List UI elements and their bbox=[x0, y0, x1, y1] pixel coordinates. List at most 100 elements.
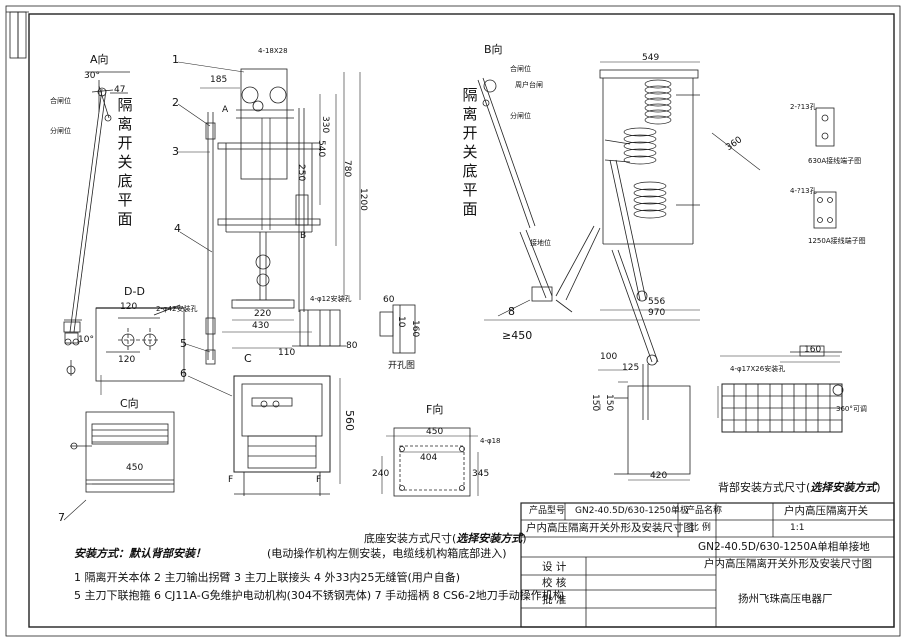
vertical-note-right: 隔 离 开 关 底 平 面 bbox=[462, 86, 478, 218]
dim-185: 185 bbox=[210, 75, 228, 85]
view-a-label: A向 bbox=[90, 53, 109, 66]
dim-330: 330 bbox=[320, 116, 330, 134]
terminal-630a bbox=[815, 107, 835, 147]
dim-345: 345 bbox=[472, 469, 490, 479]
front-view bbox=[205, 68, 346, 496]
part-num-2: 2 bbox=[172, 96, 179, 109]
tb-name-value: 户内高压隔离开关 bbox=[784, 505, 868, 517]
dim-60: 60 bbox=[383, 295, 395, 305]
dim-1200: 1200 bbox=[358, 188, 368, 211]
letter-c: C bbox=[244, 352, 252, 365]
fen-zha-wei-left: 分闸位 bbox=[50, 127, 71, 135]
dim-10deg: 10° bbox=[78, 335, 94, 345]
dim-47: 47 bbox=[114, 85, 126, 95]
section-dd bbox=[95, 304, 185, 382]
margin-tab bbox=[9, 11, 19, 59]
fen-zha-wei-right-a: 周户台闸 bbox=[515, 81, 543, 89]
terminal-630-label: 630A接线端子图 bbox=[808, 157, 862, 165]
jiedi-wei: 接地位 bbox=[530, 239, 551, 247]
dim-30deg: 30° bbox=[84, 71, 100, 81]
dim-4-13: 4-?13孔 bbox=[790, 187, 817, 195]
vertical-note-left: 隔 离 开 关 底 平 面 bbox=[117, 96, 133, 228]
he-zha-wei-right: 合闸位 bbox=[510, 65, 531, 73]
dim-4-18x28: 4-18X28 bbox=[258, 47, 288, 55]
tb-drawing-title: 户内高压隔离开关外形及安装尺寸图 bbox=[526, 522, 694, 534]
part-num-1: 1 bbox=[172, 53, 179, 66]
dim-430: 430 bbox=[252, 321, 270, 331]
tb-approve-label: 批 准 bbox=[542, 594, 567, 606]
view-f-label: F向 bbox=[426, 403, 444, 416]
letter-a: A bbox=[222, 105, 229, 115]
caption-base-mount: 底座安装方式尺寸(选择安装方式) bbox=[364, 532, 527, 545]
tb-desc-1: GN2-40.5D/630-1250A单相单接地 bbox=[698, 541, 870, 553]
margin-tab bbox=[17, 11, 27, 59]
part-num-8: 8 bbox=[508, 305, 515, 318]
dim-120-dd: 120 bbox=[120, 302, 138, 312]
fen-zha-wei-right: 分闸位 bbox=[510, 112, 531, 120]
letter-f-left: F bbox=[228, 475, 234, 485]
dim-4phi12: 4-φ12安装孔 bbox=[310, 295, 352, 303]
outer-border bbox=[5, 5, 901, 637]
title-block-lines bbox=[520, 502, 895, 628]
dim-100: 100 bbox=[600, 352, 618, 362]
dim-970: 970 bbox=[648, 308, 666, 318]
view-c-label: C向 bbox=[120, 397, 139, 410]
dim-2-13: 2-?13孔 bbox=[790, 103, 817, 111]
terminal-1250-label: 1250A接线端子图 bbox=[808, 237, 866, 245]
letter-b: B bbox=[300, 231, 307, 241]
right-unit bbox=[599, 69, 700, 420]
dim-549: 549 bbox=[642, 53, 660, 63]
dim-250: 250 bbox=[296, 164, 306, 182]
tb-scale-value: 1:1 bbox=[790, 523, 805, 533]
terminal-1250a bbox=[813, 191, 837, 229]
tb-company: 扬州飞珠高压电器厂 bbox=[738, 593, 833, 605]
dim-420: 420 bbox=[650, 471, 668, 481]
part-num-3: 3 bbox=[172, 145, 179, 158]
right-motor-box bbox=[614, 385, 691, 475]
dim-120-dd-b: 120 bbox=[118, 355, 136, 365]
legend-line-1: 1 隔离开关本体 2 主刀输出拐臂 3 主刀上联接头 4 外33内25无缝管(用… bbox=[74, 571, 461, 584]
open-hole-label: 开孔图 bbox=[388, 361, 416, 371]
letter-f-right: F bbox=[316, 475, 322, 485]
dim-404: 404 bbox=[420, 453, 438, 463]
leader-lines bbox=[63, 61, 531, 521]
legend-line-2: 5 主刀下联抱箍 6 CJ11A-G免维护电动机构(304不锈钢壳体) 7 手动… bbox=[74, 589, 564, 602]
dim-360deg: 360°可调 bbox=[836, 405, 867, 413]
tb-scale-label: 比 例 bbox=[690, 523, 711, 533]
opening-drawing bbox=[379, 304, 416, 354]
tb-design-label: 设 计 bbox=[542, 561, 567, 573]
dim-2phi42: 2-φ42安装孔 bbox=[156, 305, 198, 313]
dim-4phi17: 4-φ17X26安装孔 bbox=[730, 365, 786, 373]
dim-125: 125 bbox=[622, 363, 640, 373]
caption-back-mount: 背部安装方式尺寸(选择安装方式) bbox=[718, 481, 881, 494]
dim-80: 80 bbox=[346, 341, 358, 351]
dim-540: 540 bbox=[316, 140, 326, 158]
tb-model-label: 产品型号 bbox=[529, 506, 566, 516]
dim-780: 780 bbox=[342, 160, 352, 178]
he-zha-wei-left: 合闸位 bbox=[50, 97, 71, 105]
dim-160-open: 160 bbox=[410, 320, 420, 338]
dim-150-b: 150 bbox=[604, 394, 614, 412]
tb-model-value: GN2-40.5D/630-1250单极 bbox=[575, 506, 690, 516]
a-view-mechanism bbox=[63, 71, 130, 376]
dim-560: 560 bbox=[343, 410, 356, 431]
install-heading: 安装方式：默认背部安装！ bbox=[74, 547, 206, 560]
tb-desc-2: 户内高压隔离开关外形及安装尺寸图 bbox=[704, 558, 872, 570]
part-num-5: 5 bbox=[180, 337, 187, 350]
caption-base-sub: (电动操作机构左侧安装，电缆线机构箱底部进入) bbox=[267, 547, 507, 560]
dim-240: 240 bbox=[372, 469, 390, 479]
dim-556: 556 bbox=[648, 297, 666, 307]
view-b-label: B向 bbox=[484, 43, 503, 56]
dim-220: 220 bbox=[254, 309, 272, 319]
section-dd-label: D-D bbox=[124, 285, 145, 298]
dimension-lines bbox=[92, 61, 840, 496]
back-mount-plate bbox=[721, 345, 844, 433]
part-num-7: 7 bbox=[58, 511, 65, 524]
b-view bbox=[477, 77, 601, 313]
f-view bbox=[393, 427, 471, 497]
inner-border bbox=[28, 13, 895, 628]
part-num-6: 6 bbox=[180, 367, 187, 380]
dim-450-c: 450 bbox=[126, 463, 144, 473]
dim-150-a: 150 bbox=[590, 394, 600, 412]
